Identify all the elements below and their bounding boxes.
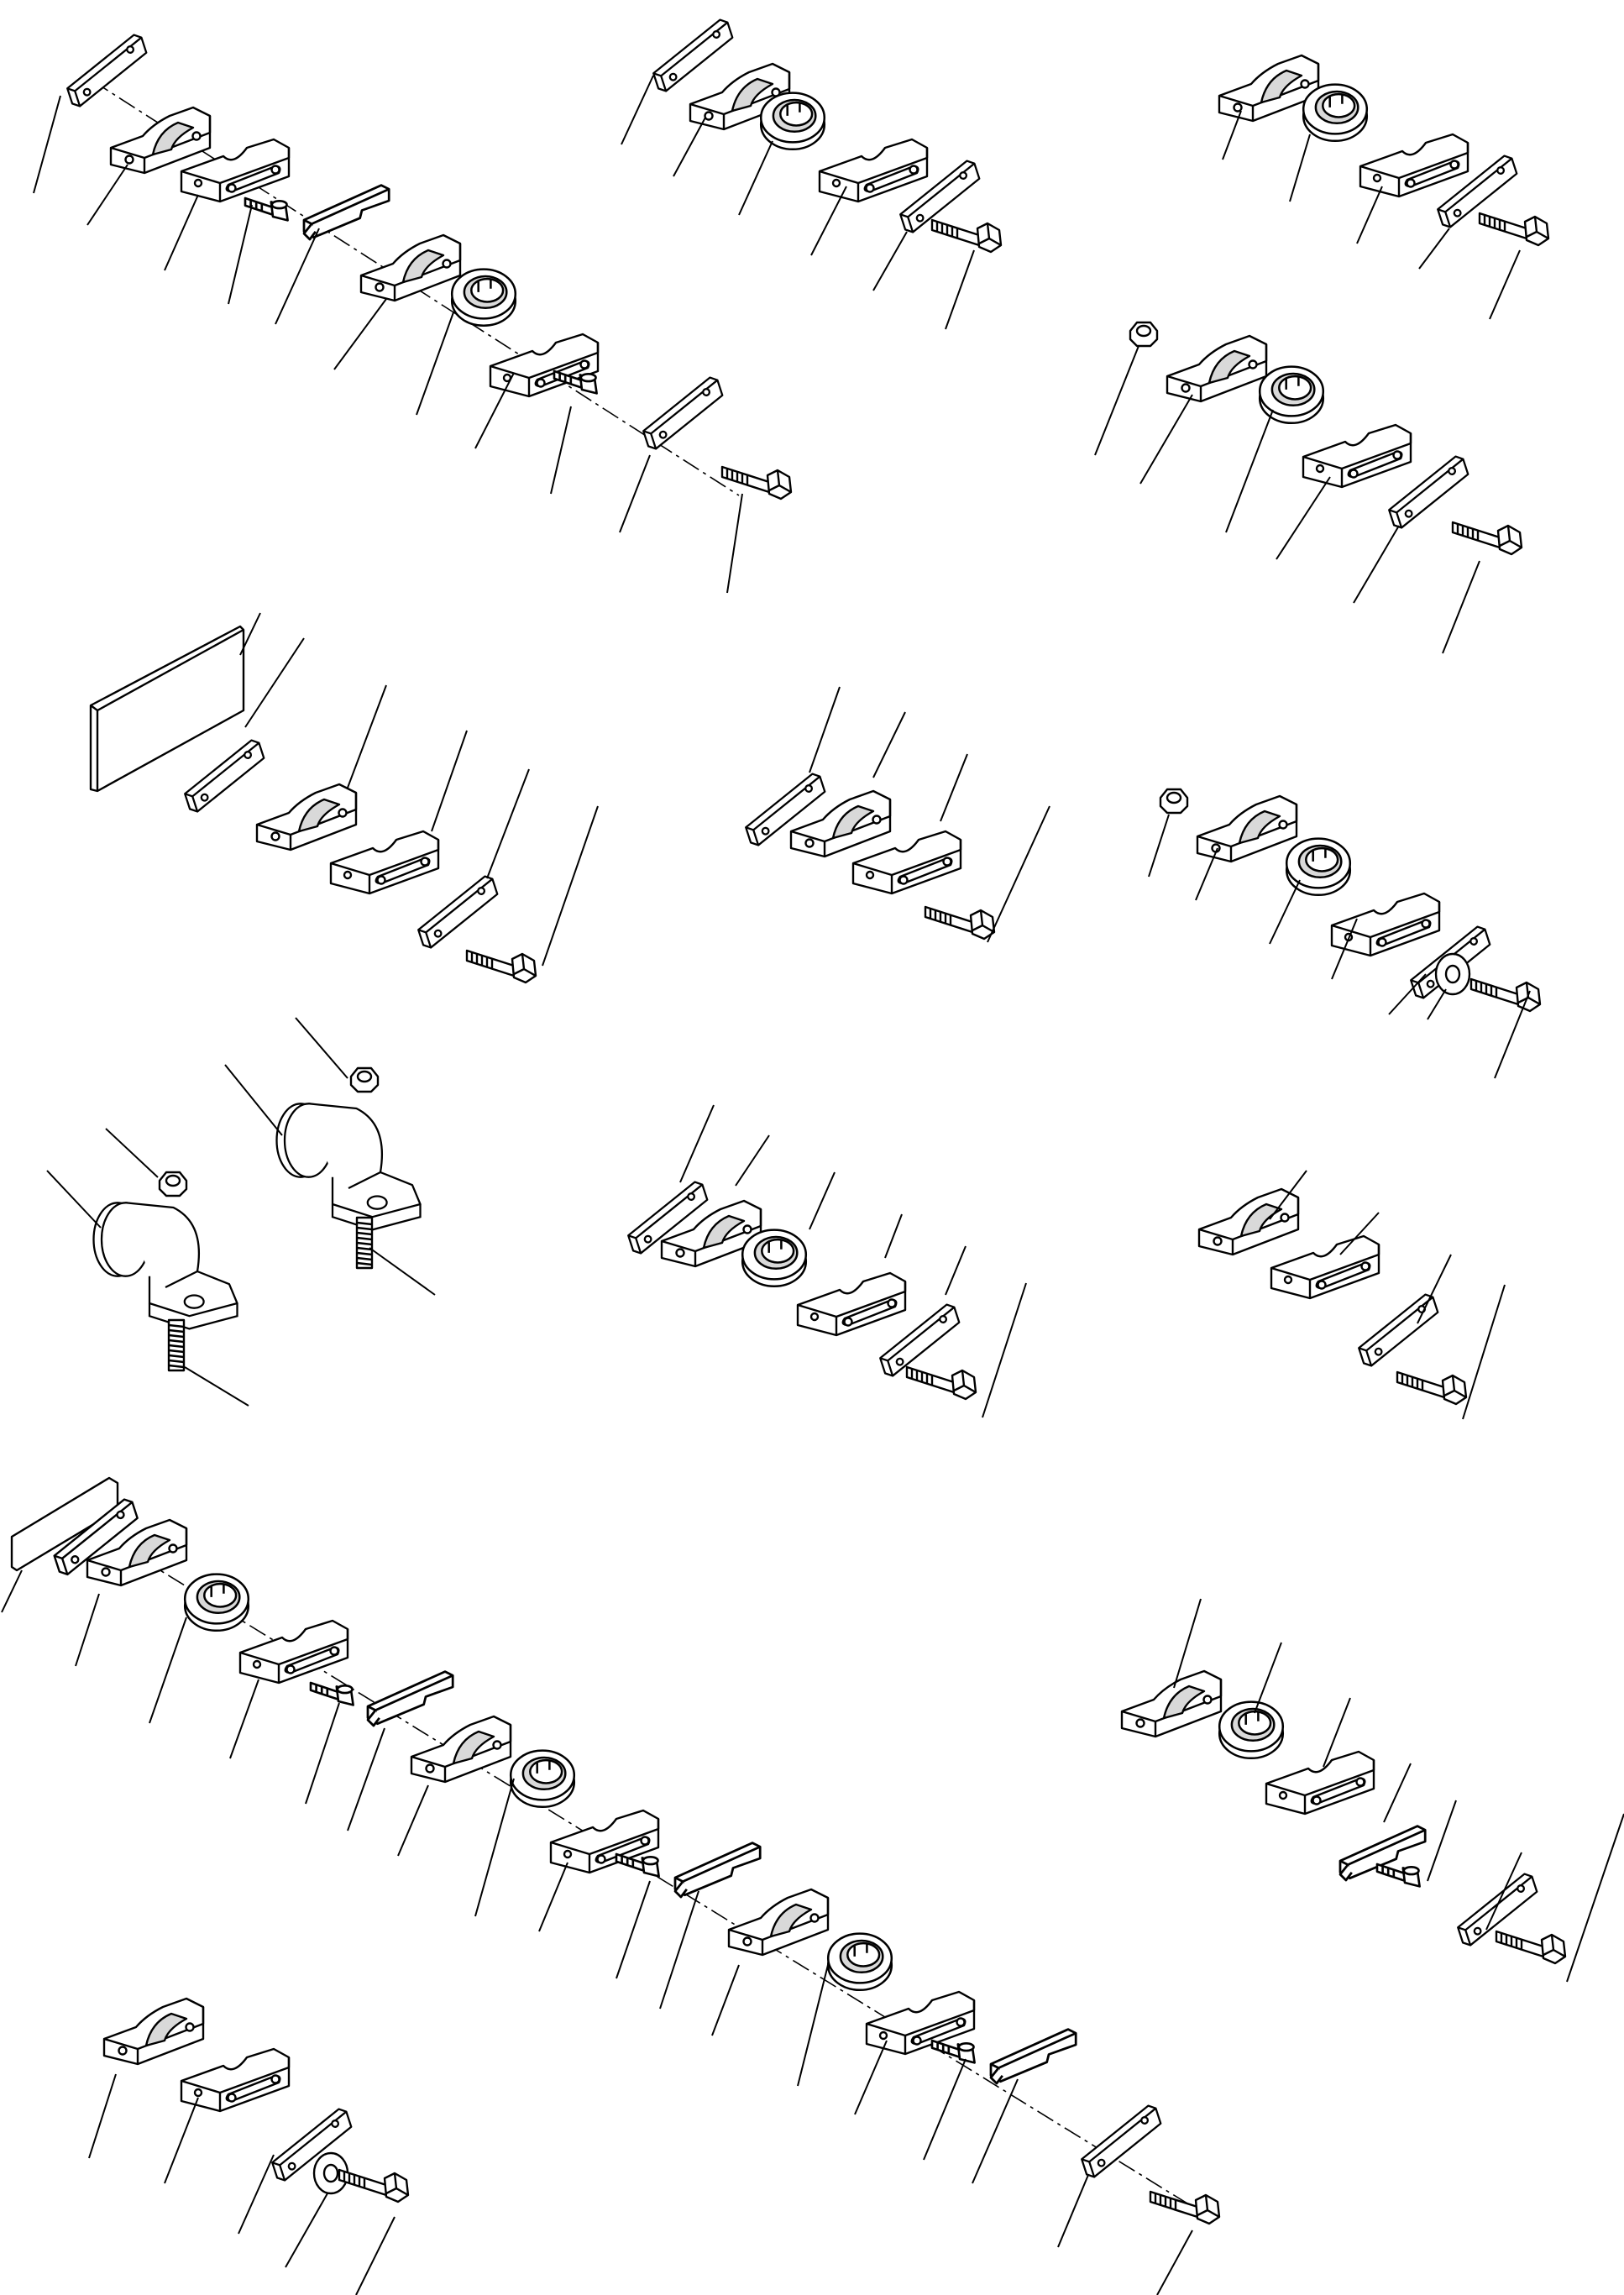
assembly-p-clamps [46,1017,436,1407]
assembly-mid-left [89,612,599,984]
assembly-top-center [621,17,1003,330]
assembly-bottom-long [1,1476,1221,2295]
assembly-lower-right [1197,1170,1506,1420]
assembly-bottom-left [88,1997,410,2295]
assembly-bottom-right [1120,1598,1624,1983]
assembly-mid-right [1148,788,1542,1079]
assembly-top-right [1218,54,1550,320]
assembly-right-upper [1094,321,1523,654]
assembly-mid-center [735,686,1050,943]
assembly-lower-center [617,1104,1027,1418]
assembly-top-left [33,32,793,594]
